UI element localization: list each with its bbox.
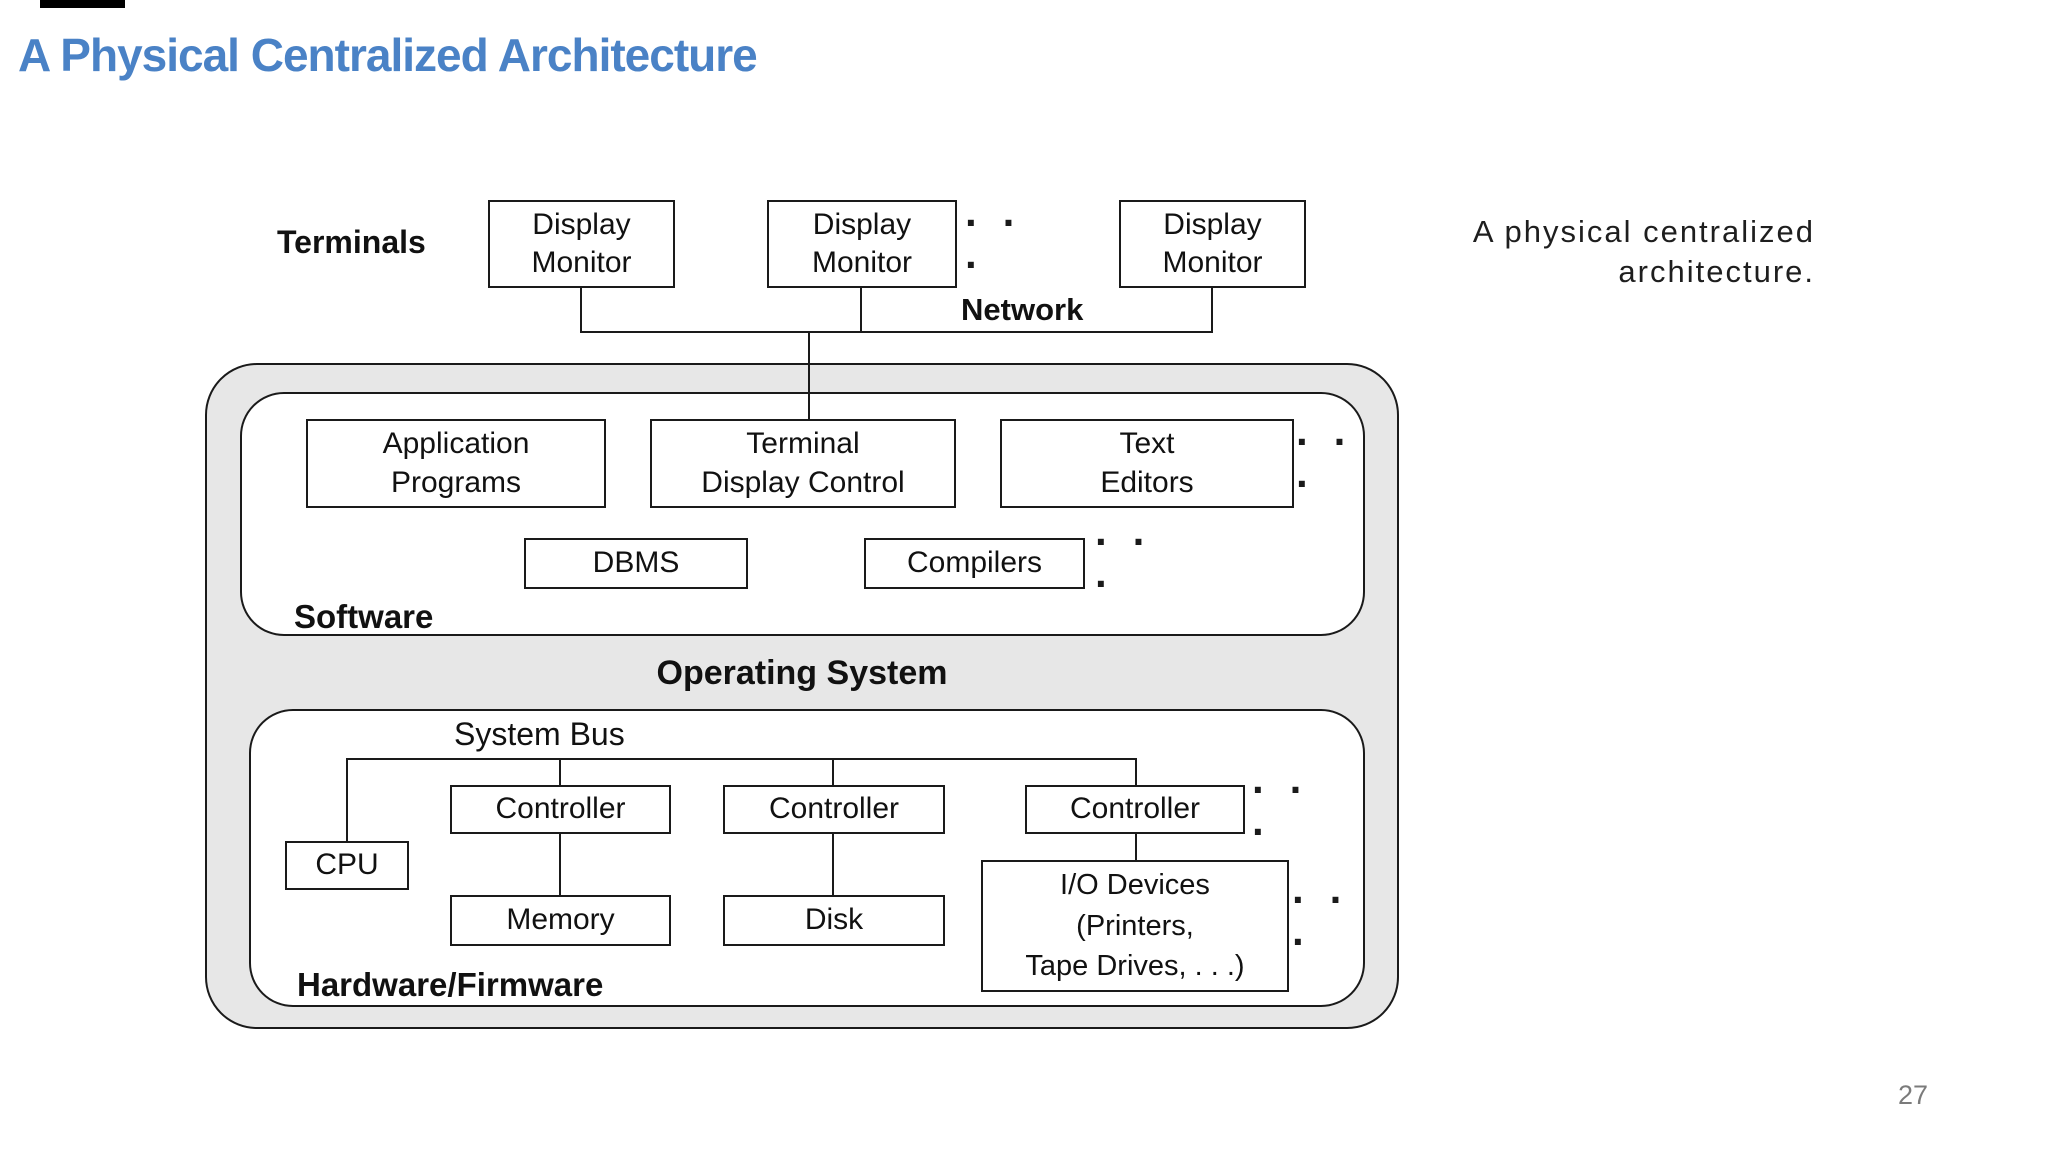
connector-line (559, 758, 561, 786)
figure-caption-line2: architecture. (1618, 254, 1815, 289)
connector-line (559, 834, 561, 896)
io-devices-box: I/O Devices (Printers, Tape Drives, . . … (981, 860, 1289, 992)
connector-line (346, 758, 348, 842)
controller-box-2: Controller (723, 785, 945, 834)
software-row2-ellipsis: · · · (1095, 521, 1165, 605)
page-number: 27 (1898, 1080, 1929, 1110)
connector-line (808, 331, 810, 420)
page-title: A Physical Centralized Architecture (18, 29, 758, 81)
figure-caption-line1: A physical centralized (1472, 214, 1815, 249)
controller-box-3: Controller (1025, 785, 1245, 834)
compilers-box: Compilers (864, 538, 1085, 589)
connector-line (580, 288, 582, 333)
system-bus-label: System Bus (454, 716, 625, 752)
connector-line (1135, 834, 1137, 861)
memory-box: Memory (450, 895, 671, 946)
network-bus-line (580, 331, 1213, 333)
application-programs-box: Application Programs (306, 419, 606, 508)
hardware-firmware-label: Hardware/Firmware (297, 966, 604, 1003)
figure-caption: A physical centralized architecture. (1473, 212, 1815, 292)
display-monitor-box-3: Display Monitor (1119, 200, 1306, 288)
io-ellipsis: · · · (1292, 879, 1364, 963)
controller-box-1: Controller (450, 785, 671, 834)
cpu-box: CPU (285, 841, 409, 890)
software-row1-ellipsis: · · · (1296, 421, 1368, 505)
connector-line (832, 758, 834, 786)
display-monitor-box-1: Display Monitor (488, 200, 675, 288)
operating-system-label: Operating System (656, 654, 948, 692)
terminal-display-control-box: Terminal Display Control (650, 419, 956, 508)
network-label: Network (961, 292, 1084, 327)
top-left-black-bar (40, 0, 125, 8)
text-editors-box: Text Editors (1000, 419, 1294, 508)
dbms-box: DBMS (524, 538, 748, 589)
disk-box: Disk (723, 895, 945, 946)
display-monitor-box-2: Display Monitor (767, 200, 957, 288)
connector-line (832, 834, 834, 896)
connector-line (1135, 758, 1137, 786)
connector-line (860, 288, 862, 333)
hardware-row1-ellipsis: · · · (1252, 769, 1322, 853)
terminals-ellipsis: · · · (965, 199, 1023, 288)
connector-line (1211, 288, 1213, 333)
terminals-label: Terminals (277, 224, 426, 260)
system-bus-line (346, 758, 1137, 760)
software-label: Software (294, 598, 434, 635)
